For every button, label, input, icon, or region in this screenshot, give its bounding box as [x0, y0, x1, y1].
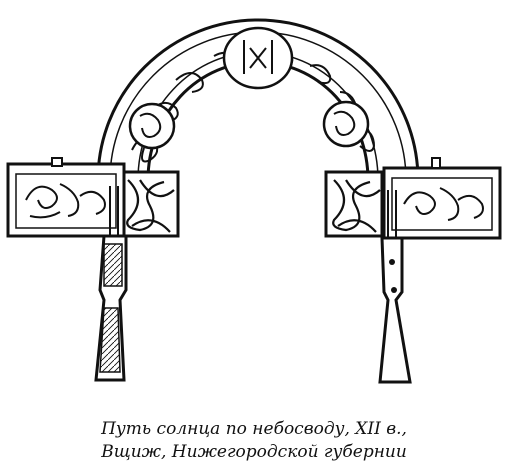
artifact-illustration [6, 18, 502, 384]
right-pendant [378, 190, 412, 384]
caption-line-1: Путь солнца по небосводу, XII в., [101, 419, 407, 439]
right-medallion [322, 100, 370, 148]
left-medallion [128, 102, 176, 150]
arch [96, 18, 420, 182]
left-plate [6, 157, 126, 238]
caption-line-2: Вщиж, Нижегородской губернии [101, 442, 407, 462]
left-pendant [94, 186, 128, 382]
right-plate [382, 157, 502, 240]
figure-caption: Путь солнца по небосводу, XII в., Вщиж, … [0, 418, 508, 464]
inner-panels [118, 170, 384, 238]
